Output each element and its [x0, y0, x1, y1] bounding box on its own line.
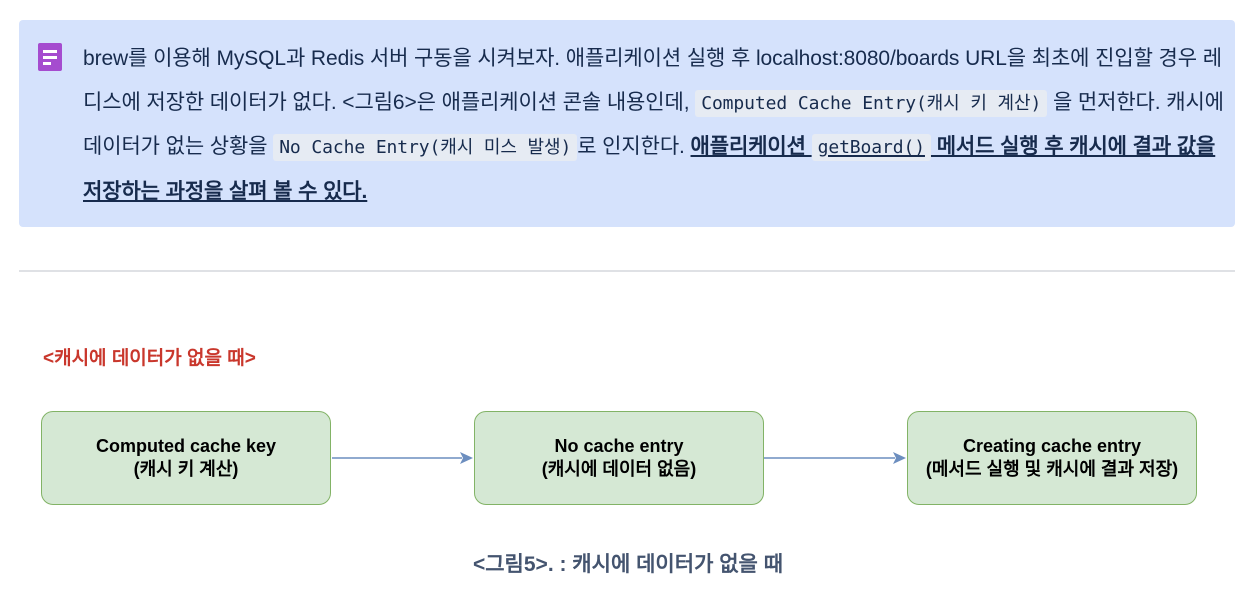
note-panel: brew를 이용해 MySQL과 Redis 서버 구동을 시켜보자. 애플리케…: [19, 20, 1235, 227]
diagram-title: <캐시에 데이터가 없을 때>: [43, 348, 256, 369]
note-text-segment: brew를 이용해 MySQL과 Redis 서버 구동을 시켜보자. 애플리케…: [83, 47, 1222, 114]
node-computed-cache-key: Computed cache key (캐시 키 계산): [41, 411, 331, 505]
note-icon: [38, 43, 62, 71]
emphasized-segment: 메서드 실행 후 캐시에 결과 값을 저장하는 과정을 살펴 볼 수 있다.: [83, 135, 1216, 203]
note-text-segment: 로 인지한다.: [577, 135, 691, 158]
note-text: brew를 이용해 MySQL과 Redis 서버 구동을 시켜보자. 애플리케…: [83, 37, 1229, 213]
emphasized-segment: 애플리케이션: [690, 135, 812, 158]
node-no-cache-entry: No cache entry (캐시에 데이터 없음): [474, 411, 764, 505]
node-label: Computed cache key: [95, 436, 277, 456]
note-text-segment: 을 먼저한다. 캐시에 데이터가 없는 상황을: [83, 90, 1224, 159]
emphasized-text: 애플리케이션 getBoard() 메서드 실행 후 캐시에 결과 값을 저장하…: [83, 134, 1216, 203]
node-sublabel: (캐시 키 계산): [133, 459, 239, 479]
inline-code-no-cache-entry: No Cache Entry(캐시 미스 발생): [273, 134, 578, 161]
inline-code-getboard: getBoard(): [811, 134, 931, 161]
node-sublabel: (메서드 실행 및 캐시에 결과 저장): [925, 459, 1179, 479]
inline-code-computed-cache-entry: Computed Cache Entry(캐시 키 계산): [695, 89, 1048, 117]
horizontal-divider: [19, 270, 1235, 272]
figure-caption: <그림5>. : 캐시에 데이터가 없을 때: [472, 553, 784, 576]
arrow-1: [332, 452, 473, 464]
node-label: No cache entry: [554, 436, 684, 456]
node-sublabel: (캐시에 데이터 없음): [541, 459, 697, 479]
arrow-2: [764, 452, 906, 464]
node-creating-cache-entry: Creating cache entry (메서드 실행 및 캐시에 결과 저장…: [907, 411, 1197, 505]
node-label: Creating cache entry: [962, 436, 1142, 456]
